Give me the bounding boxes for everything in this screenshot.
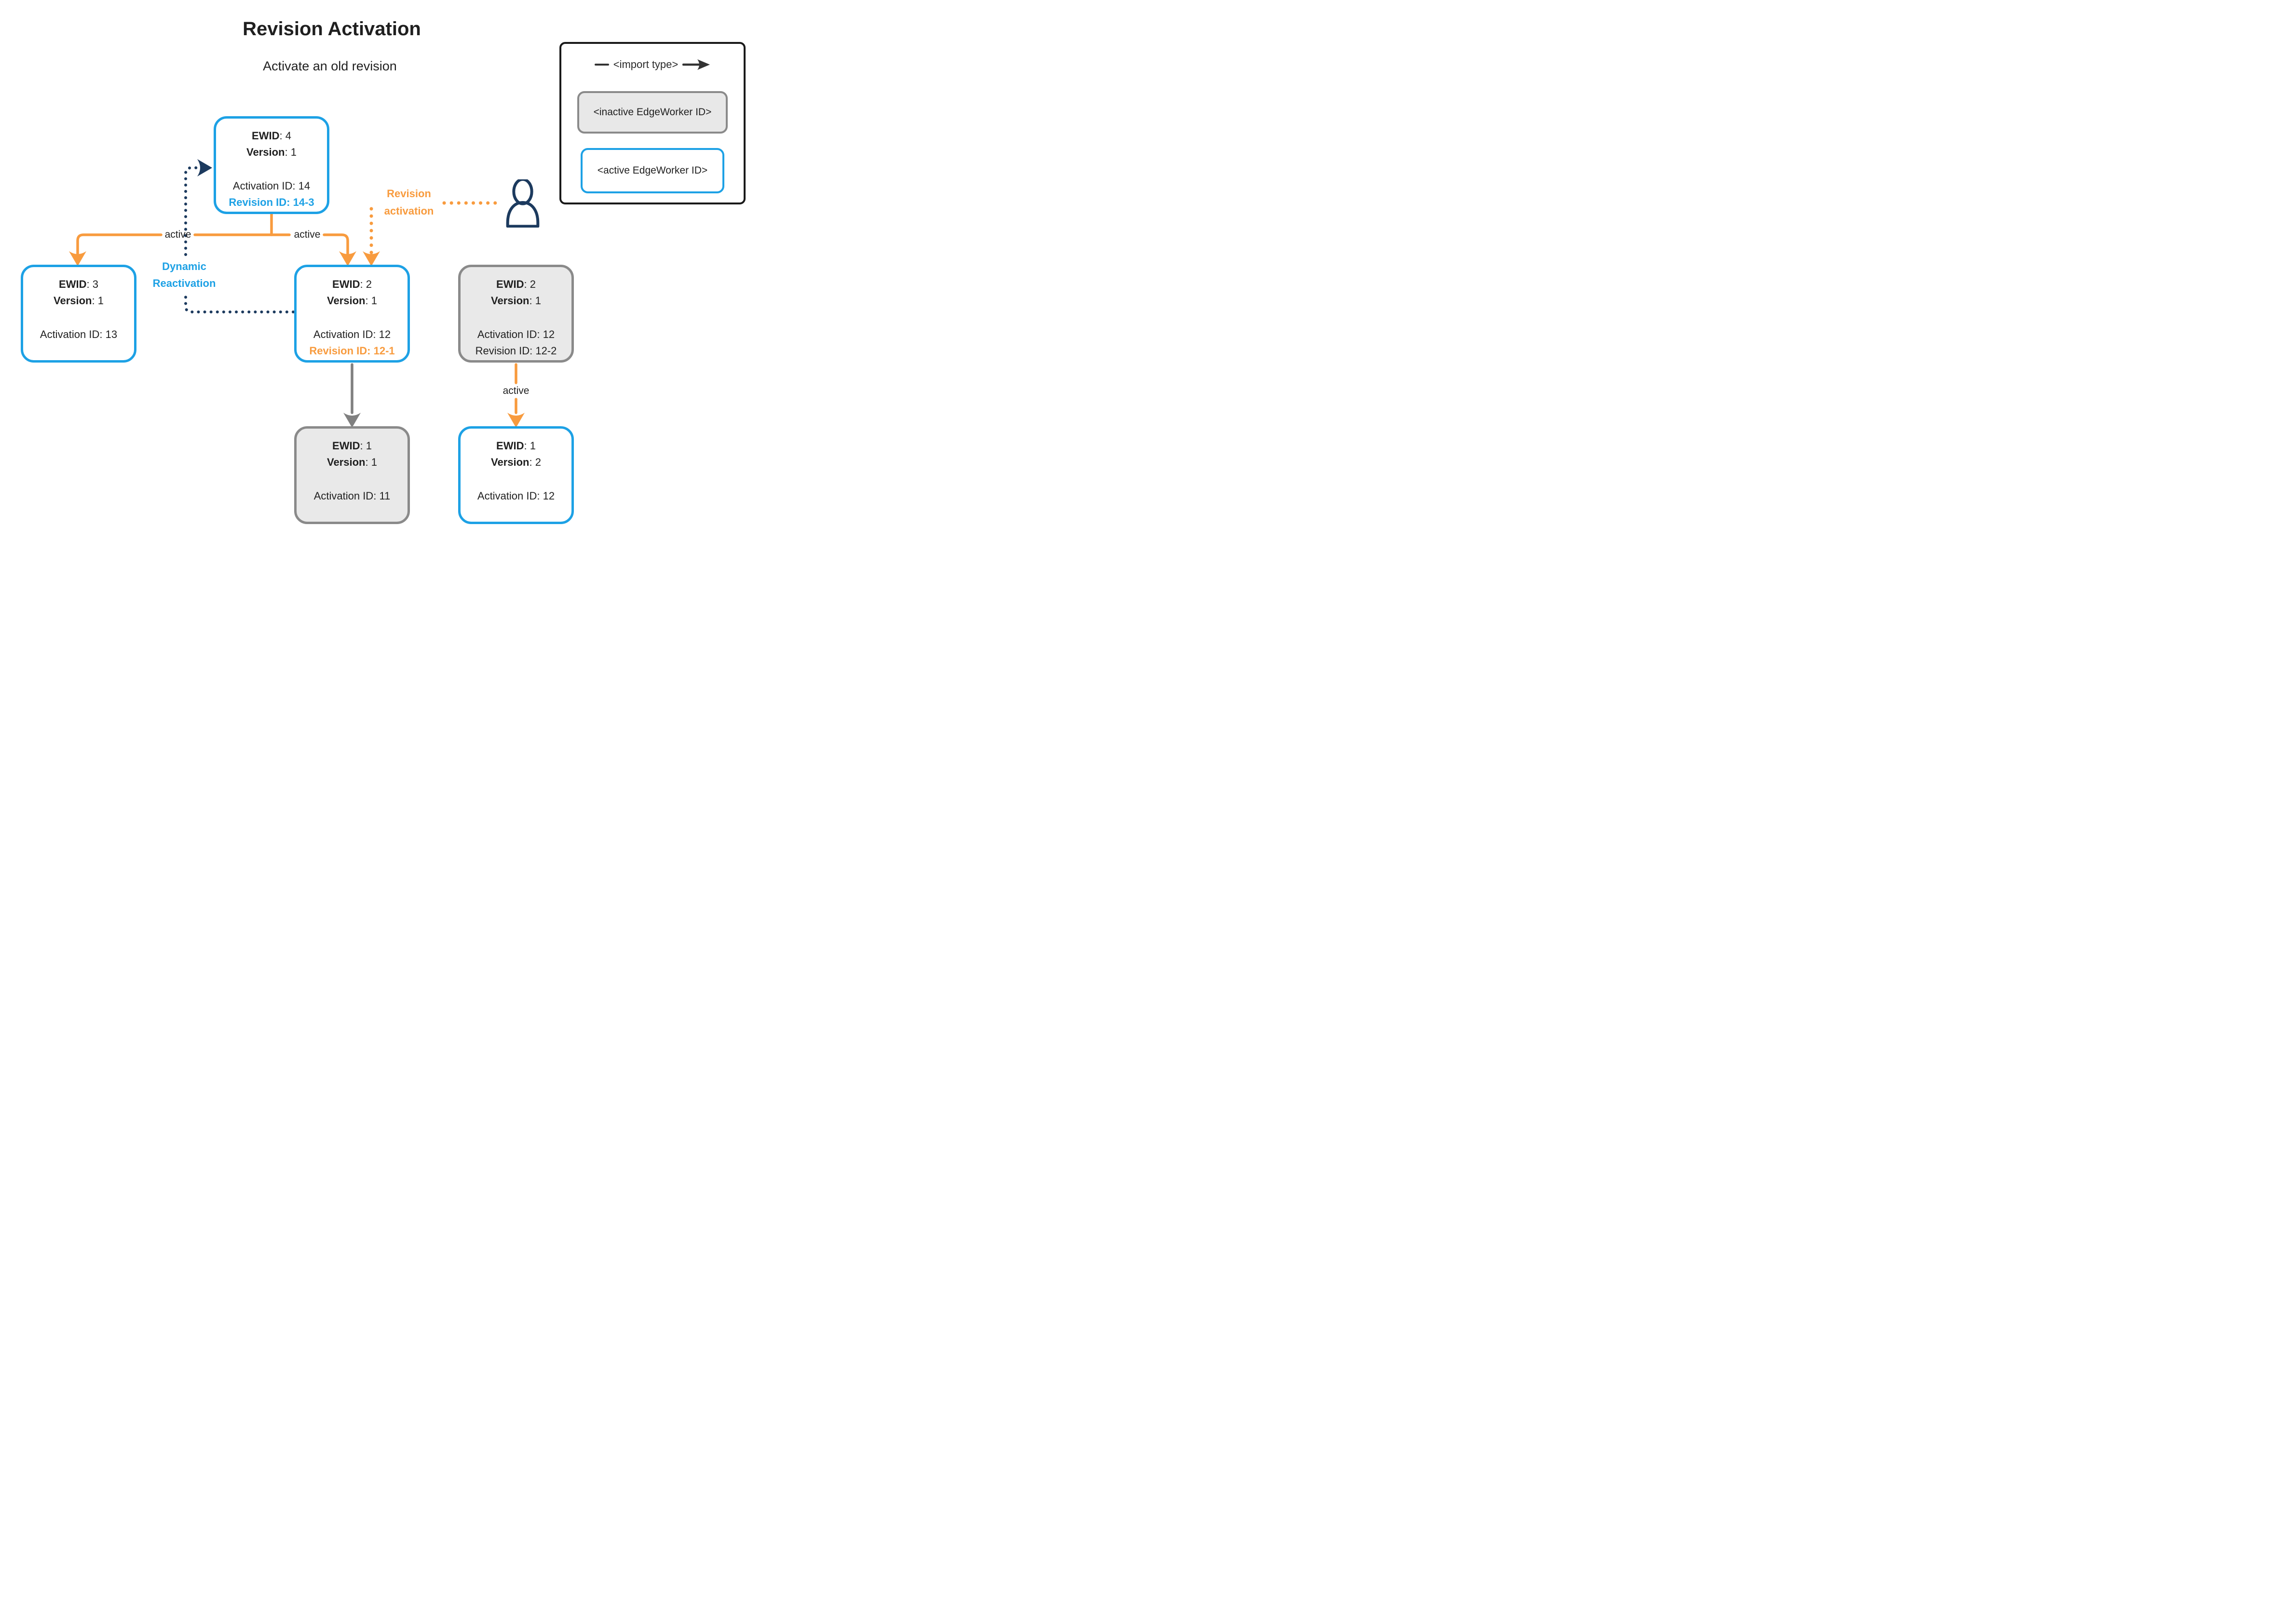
activation-line: Activation ID: 12 [477,490,555,502]
node-ewid2-active: EWID: 2 Version: 1 Activation ID: 12 Rev… [294,265,410,363]
import-arrow-icon [682,59,710,70]
dynamic-reactivation-line2: Reactivation [152,277,216,289]
ewid-line: EWID: 2 [496,278,536,290]
legend-active-label: <active EdgeWorker ID> [597,165,708,176]
dynamic-reactivation-label: Dynamic Reactivation [153,258,216,292]
revision-activation-arrowhead [363,251,380,266]
node-ewid1-active: EWID: 1 Version: 2 Activation ID: 12 [458,426,574,524]
legend-import-row: <import type> [561,58,744,71]
legend-inactive-edgeworker: <inactive EdgeWorker ID> [577,91,728,134]
legend-panel: <import type> <inactive EdgeWorker ID> <… [559,42,746,204]
active-left-branch-line [76,233,163,262]
node-ewid4: EWID: 4 Version: 1 Activation ID: 14 Rev… [214,116,329,214]
version-line: Version: 1 [327,456,377,468]
version-line: Version: 1 [54,295,104,307]
version-line: Version: 1 [327,295,377,307]
revision-activation-diagram: Revision Activation Activate an old revi… [0,0,765,540]
ewid-line: EWID: 2 [332,278,372,290]
active-right-branch-line [323,233,349,262]
version-line: Version: 2 [491,456,541,468]
activation-line: Activation ID: 11 [313,490,391,502]
version-line: Version: 1 [246,146,297,158]
active-label-left: active [164,229,191,240]
active-bottom-arrowhead [507,413,525,428]
activation-line: Activation ID: 12 [313,328,391,340]
ewid-line: EWID: 1 [332,440,372,452]
legend-import-label: <import type> [613,58,679,70]
active-label-bottom: active [503,385,530,396]
revision-line: Revision ID: 12-1 [309,345,395,357]
dynamic-reactivation-arrowhead [197,159,212,176]
revision-activation-line1: Revision [387,188,431,200]
dynamic-reactivation-line1: Dynamic [162,260,206,272]
user-icon [506,179,540,228]
import-line-icon [594,64,609,66]
connector-layer [69,159,525,428]
revision-line: Revision ID: 14-3 [229,196,314,208]
revision-activation-line2: activation [384,205,434,217]
node-ewid3: EWID: 3 Version: 1 Activation ID: 13 [21,265,136,363]
active-label-right: active [294,229,321,240]
legend-inactive-label: <inactive EdgeWorker ID> [593,107,712,118]
ewid-line: EWID: 1 [496,440,536,452]
dynamic-reactivation-dotted-line [184,166,295,313]
revision-line: Revision ID: 12-2 [475,345,557,357]
node-ewid2-inactive: EWID: 2 Version: 1 Activation ID: 12 Rev… [458,265,574,363]
previous-version-arrowhead [343,413,361,428]
ewid-line: EWID: 3 [59,278,98,290]
node-ewid1-inactive: EWID: 1 Version: 1 Activation ID: 11 [294,426,410,524]
ewid-line: EWID: 4 [252,130,291,142]
revision-activation-label: Revision activation [384,185,434,220]
activation-line: Activation ID: 13 [40,328,118,340]
page-title: Revision Activation [243,18,421,40]
activation-line: Activation ID: 14 [232,180,311,192]
active-connector [76,213,349,262]
version-line: Version: 1 [491,295,541,307]
activation-line: Activation ID: 12 [477,328,555,340]
page-subtitle: Activate an old revision [263,59,397,73]
active-arrowhead-right [339,251,356,266]
active-arrowhead-left [69,251,86,266]
legend-active-edgeworker: <active EdgeWorker ID> [581,148,724,193]
